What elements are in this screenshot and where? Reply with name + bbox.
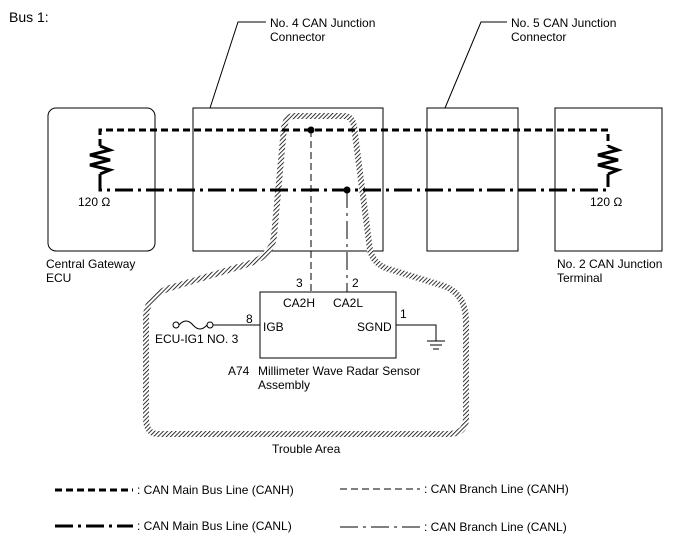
fuse-right-terminal: [206, 321, 214, 329]
junction-5-label-line1: No. 5 CAN Junction: [511, 16, 616, 30]
fuse-left-terminal: [172, 321, 180, 329]
junction-5-label-line2: Connector: [511, 30, 566, 44]
ground-icon: [427, 340, 445, 350]
junction-5-box: [426, 107, 519, 252]
bus-label: Bus 1:: [9, 9, 49, 25]
junction-4-label-line2: Connector: [270, 30, 325, 44]
junction-terminal-box: [554, 107, 663, 252]
junction-5-callout: [444, 21, 507, 109]
junction-4-callout: [209, 21, 266, 109]
canh-main-bus-line: [98, 128, 610, 146]
junction-4-box: [192, 107, 384, 252]
sensor-name-line2: Assembly: [258, 378, 310, 392]
sgnd-wire: [396, 324, 437, 341]
central-gateway-ecu-box: [47, 107, 156, 252]
pin-label-ca2h: CA2H: [283, 296, 315, 310]
legend-canl-main-label: : CAN Main Bus Line (CANL): [137, 519, 292, 533]
trouble-area-boundary: [143, 113, 469, 437]
terminal-resistor: [597, 144, 623, 176]
gateway-resistor: [89, 144, 115, 176]
legend-canl-branch-label: : CAN Branch Line (CANL): [424, 520, 567, 534]
trouble-area-label: Trouble Area: [272, 442, 341, 456]
pin-label-sgnd: SGND: [357, 320, 392, 334]
fuse-icon: [178, 320, 208, 330]
sensor-name-line1: Millimeter Wave Radar Sensor: [258, 364, 420, 378]
terminal-resistance-label: 120 Ω: [590, 195, 622, 209]
pin-label-igb: IGB: [263, 320, 284, 334]
gateway-label-line2: ECU: [46, 271, 71, 285]
pin-number-ca2h: 3: [296, 276, 303, 290]
pin-number-ca2l: 2: [352, 276, 359, 290]
sensor-code: A74: [228, 364, 250, 378]
gateway-label-line1: Central Gateway: [46, 257, 135, 271]
legend-canh-main-label: : CAN Main Bus Line (CANH): [137, 483, 294, 497]
canl-main-bus-line: [98, 174, 610, 192]
legend-canh-branch-label: : CAN Branch Line (CANH): [424, 482, 569, 496]
junction-4-label-line1: No. 4 CAN Junction: [270, 16, 375, 30]
terminal-label-line1: No. 2 CAN Junction: [557, 257, 662, 271]
pin-label-ca2l: CA2L: [333, 296, 363, 310]
pin-number-sgnd: 1: [400, 307, 407, 321]
fuse-label: ECU-IG1 NO. 3: [155, 332, 239, 346]
terminal-label-line2: Terminal: [557, 271, 602, 285]
pin-number-igb: 8: [246, 312, 253, 326]
gateway-resistance-label: 120 Ω: [78, 195, 110, 209]
